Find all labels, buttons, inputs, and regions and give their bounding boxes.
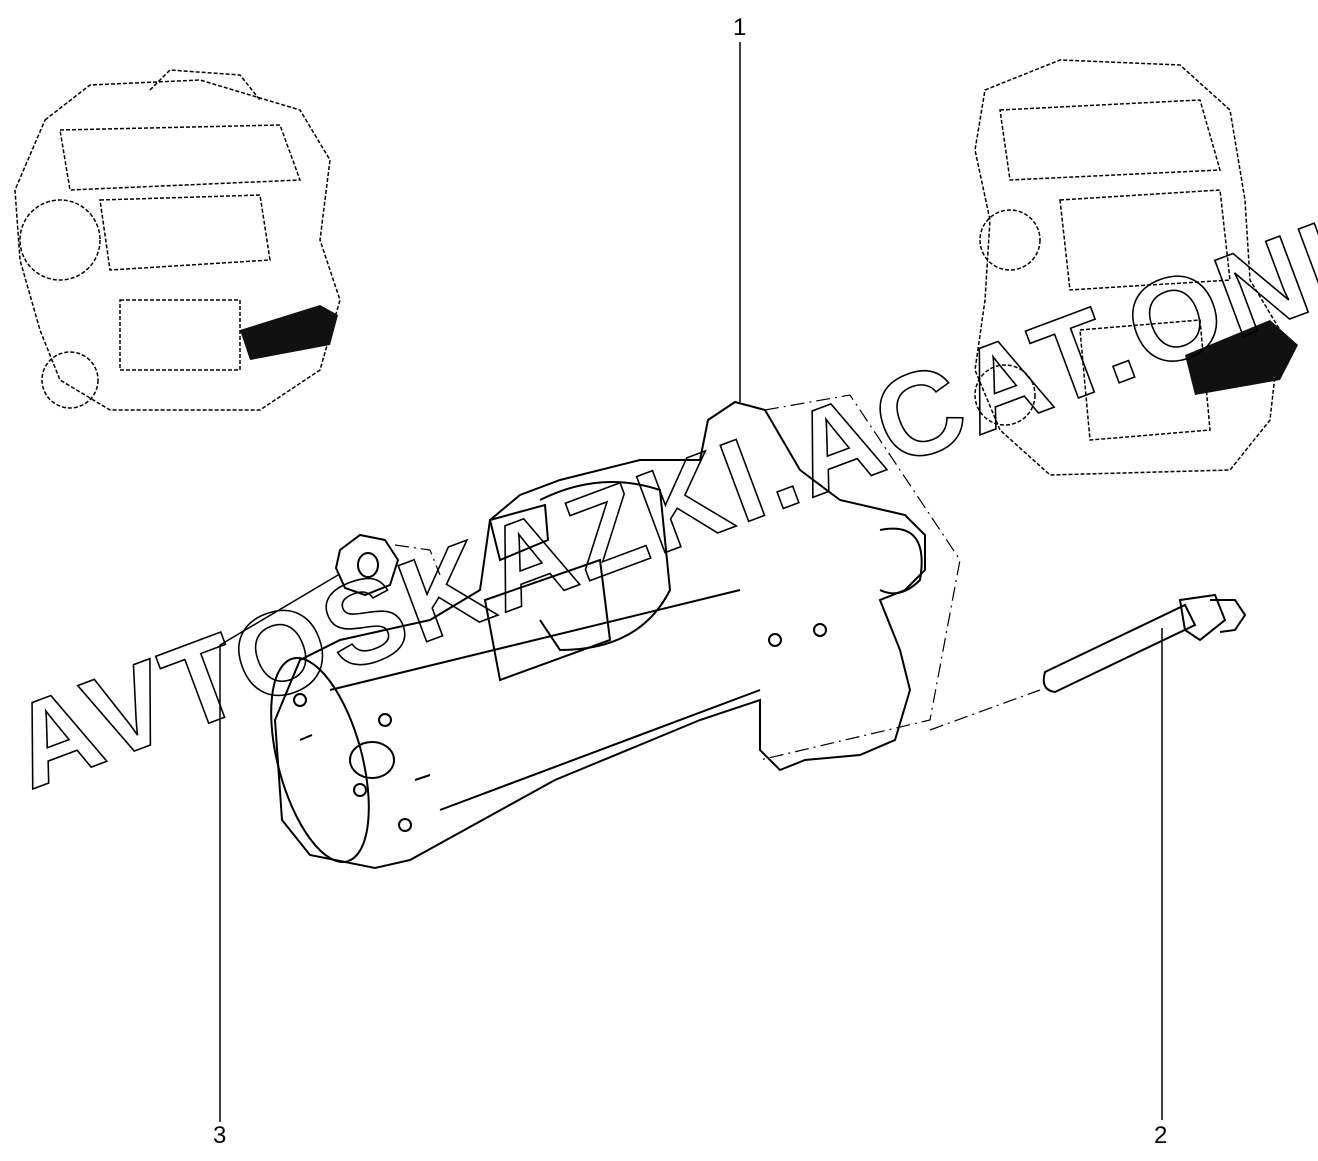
callout-1: 1	[733, 14, 747, 41]
starter-highlight-left	[240, 305, 338, 360]
bolt-illustration	[1042, 593, 1247, 694]
nut-illustration	[334, 533, 400, 597]
callout-3: 3	[213, 1122, 227, 1149]
mounting-axis-lines	[394, 394, 1041, 761]
engine-left-illustration	[14, 69, 341, 411]
watermark: AVTOSKAZKI.ACAT.ONLINE	[0, 109, 1318, 814]
leader-line-3	[219, 574, 339, 1122]
engine-right-illustration	[974, 59, 1281, 476]
starter-motor-illustration	[270, 400, 926, 870]
starter-highlight-right	[1185, 320, 1298, 395]
callout-2: 2	[1154, 1122, 1168, 1149]
